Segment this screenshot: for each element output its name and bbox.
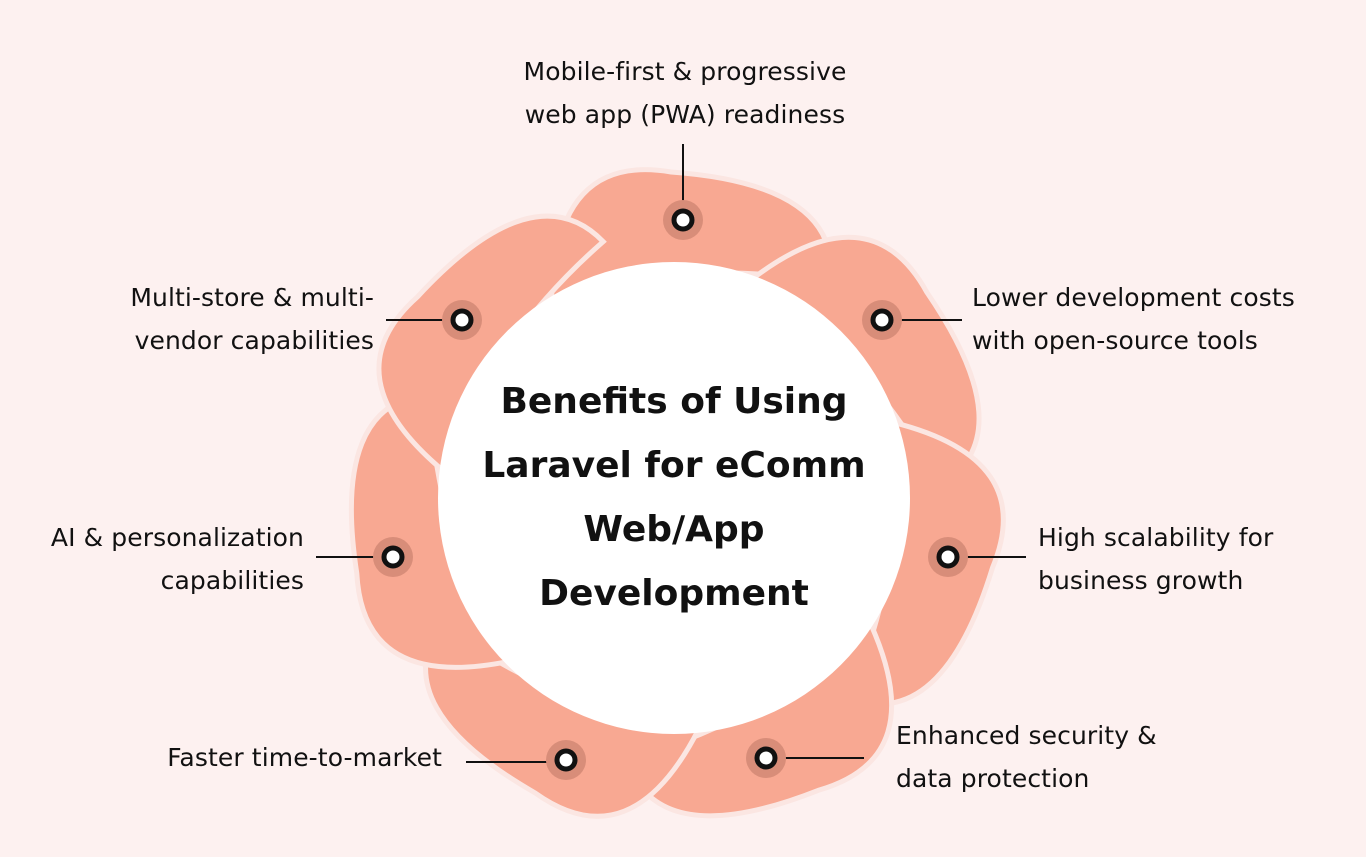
title-line: Web/App <box>583 509 765 550</box>
title-line: Laravel for eComm <box>482 445 866 486</box>
benefit-markers <box>373 200 968 780</box>
marker-ring <box>450 308 474 332</box>
benefit-label-costs: Lower development costs with open-source… <box>972 276 1295 362</box>
marker-ring <box>671 208 695 232</box>
marker-ring <box>936 545 960 569</box>
benefit-line: High scalability for <box>1038 523 1274 552</box>
benefit-line: web app (PWA) readiness <box>524 100 846 129</box>
benefit-line: business growth <box>1038 566 1244 595</box>
marker-ring <box>870 308 894 332</box>
diagram-title: Benefits of Using Laravel for eComm Web/… <box>438 370 910 626</box>
marker-ring <box>381 545 405 569</box>
benefit-label-time-to-market: Faster time-to-market <box>126 736 442 779</box>
benefit-label-multistore: Multi-store & multi- vendor capabilities <box>64 276 374 362</box>
benefit-line: vendor capabilities <box>134 326 374 355</box>
benefit-line: data protection <box>896 764 1090 793</box>
benefit-label-scalability: High scalability for business growth <box>1038 516 1273 602</box>
benefit-line: Mobile-first & progressive <box>523 57 847 86</box>
benefit-line: AI & personalization <box>50 523 304 552</box>
benefit-line: Enhanced security & <box>896 721 1157 750</box>
benefit-line: with open-source tools <box>972 326 1258 355</box>
marker-ring <box>554 748 578 772</box>
marker-ring <box>754 746 778 770</box>
benefit-label-ai: AI & personalization capabilities <box>24 516 304 602</box>
title-line: Development <box>539 573 809 614</box>
title-line: Benefits of Using <box>500 381 848 422</box>
center-circle <box>438 262 910 734</box>
benefit-line: Multi-store & multi- <box>130 283 374 312</box>
benefit-line: Faster time-to-market <box>167 743 442 772</box>
benefit-line: capabilities <box>160 566 304 595</box>
benefit-label-security: Enhanced security & data protection <box>896 714 1157 800</box>
benefit-line: Lower development costs <box>972 283 1295 312</box>
benefit-label-pwa: Mobile-first & progressive web app (PWA)… <box>505 50 865 136</box>
